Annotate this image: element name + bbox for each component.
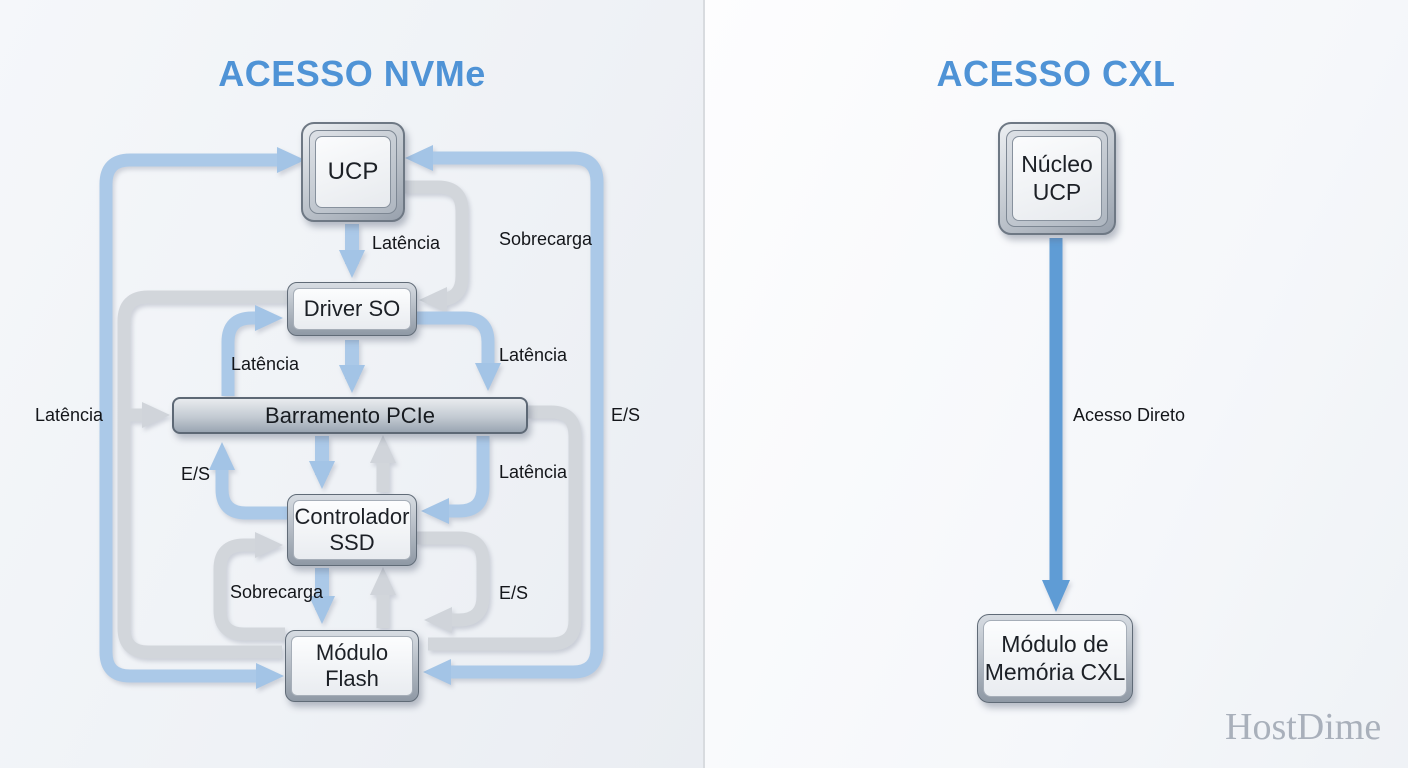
edge-label-acesso-direto: Acesso Direto [1073, 405, 1186, 425]
edge-label-latencia-pcie-ctrl-right: Latência [499, 462, 568, 482]
modulo-memoria-cxl-label: Módulo de Memória CXL [983, 620, 1127, 697]
flash-line1: Módulo [315, 639, 389, 665]
memoria-line2: Memória CXL [984, 658, 1126, 685]
blue-arrow-left-long-loop [99, 147, 305, 689]
nucleo-ucp-label: Núcleo UCP [1012, 136, 1102, 221]
blue-arrow-ctrl-to-pcie-left-loop [209, 442, 287, 520]
hostdime-watermark: HostDime [1225, 706, 1382, 748]
edge-label-sobrecarga-ucp-driver: Sobrecarga [499, 229, 593, 249]
barramento-pcie-label: Barramento PCIe [265, 402, 435, 428]
cxl-title: ACESSO CXL [936, 53, 1176, 94]
edge-label-es-ctrl-pcie-left: E/S [181, 464, 211, 484]
edge-label-latencia-pcie-driver-left: Latência [231, 354, 300, 374]
controlador-line2: SSD [329, 530, 375, 555]
flash-line2: Flash [325, 666, 379, 691]
blue-arrow-driver-to-pcie-right-loop [417, 311, 501, 391]
driver-so-label: Driver SO [293, 288, 411, 330]
edge-label-sobrecarga-flash-ctrl: Sobrecarga [230, 582, 324, 602]
blue-arrow-right-long-loop [405, 145, 604, 685]
gray-arrow-ctrl-to-flash-right-loop [417, 531, 490, 633]
ucp-box-label: UCP [315, 136, 391, 208]
memoria-line1: Módulo de [1001, 630, 1109, 657]
gray-arrow-flash-to-ctrl-left-loop [213, 532, 285, 641]
blue-arrow-pcie-to-driver-left-loop [221, 305, 283, 396]
modulo-flash-label: Módulo Flash [291, 636, 413, 696]
controlador-ssd-label: Controlador SSD [293, 500, 411, 560]
nucleo-ucp-frame: Núcleo UCP [1006, 130, 1108, 227]
driver-so-box: Driver SO [287, 282, 417, 336]
blue-arrow-pcie-to-ctrl-right-loop [421, 436, 490, 524]
ucp-box: UCP [301, 122, 405, 222]
modulo-flash-box: Módulo Flash [285, 630, 419, 702]
edge-label-es-ctrl-flash-right: E/S [499, 583, 529, 603]
controlador-ssd-box: Controlador SSD [287, 494, 417, 566]
nucleo-line1: Núcleo [1021, 150, 1093, 177]
controlador-line1: Controlador [294, 503, 410, 529]
gray-arrow-pcie-right-long-loop [428, 405, 582, 651]
edge-label-latencia-driver-pcie-right: Latência [499, 345, 568, 365]
nucleo-line2: UCP [1032, 178, 1082, 205]
barramento-pcie-box: Barramento PCIe [172, 397, 528, 434]
gray-arrow-driver-left-long-loop [117, 290, 287, 659]
ucp-box-frame: UCP [309, 130, 397, 214]
edge-label-latencia-ucp-driver: Latência [372, 233, 441, 253]
edge-label-latencia-left-loop: Latência [35, 405, 104, 425]
nvme-title: ACESSO NVMe [218, 53, 486, 94]
panel-divider [703, 0, 705, 768]
modulo-memoria-cxl-box: Módulo de Memória CXL [977, 614, 1133, 703]
edge-label-es-right-loop: E/S [611, 405, 641, 425]
nucleo-ucp-box: Núcleo UCP [998, 122, 1116, 235]
